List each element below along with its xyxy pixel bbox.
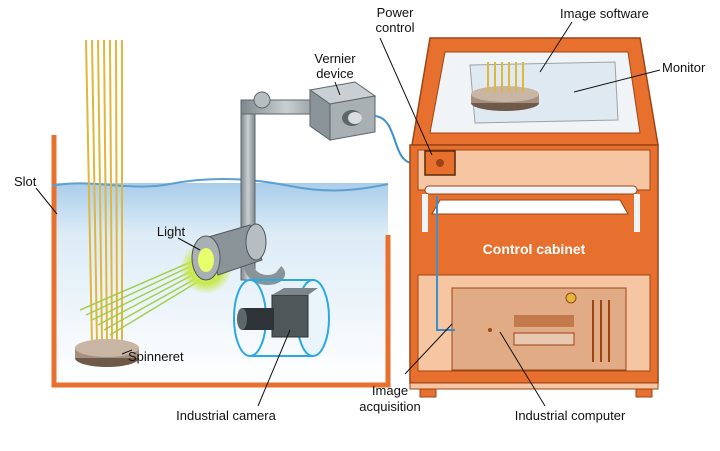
fiber-bundle: [85, 39, 123, 346]
power-control-box: [424, 150, 456, 176]
label-monitor: Monitor: [662, 60, 706, 75]
label-image-acquisition-1: Image: [372, 383, 408, 398]
label-power-control-1: Power: [377, 5, 415, 20]
control-cabinet: [409, 37, 659, 398]
labels: Power control Image software Monitor Ver…: [14, 5, 706, 423]
vernier-device: [308, 81, 377, 141]
industrial-camera: [233, 279, 330, 357]
label-slot: Slot: [14, 174, 37, 189]
label-vernier-1: Vernier: [314, 51, 356, 66]
tank-wall: [51, 135, 391, 388]
computer-panel: [488, 292, 610, 362]
label-industrial-computer: Industrial computer: [515, 408, 626, 423]
label-control-cabinet: Control cabinet: [483, 241, 586, 257]
label-spinneret: Spinneret: [128, 349, 184, 364]
label-light: Light: [157, 224, 186, 239]
image-acquisition-cable: [436, 196, 455, 331]
leader-lines: [35, 21, 661, 407]
label-image-software: Image software: [560, 6, 649, 21]
label-image-acquisition-2: acquisition: [359, 399, 420, 414]
label-vernier-2: device: [316, 66, 354, 81]
label-power-control-2: control: [375, 20, 414, 35]
label-industrial-camera: Industrial camera: [176, 408, 276, 423]
monitor-image: [471, 62, 539, 111]
light-lamp: [180, 223, 267, 294]
water-surface: [51, 177, 389, 192]
